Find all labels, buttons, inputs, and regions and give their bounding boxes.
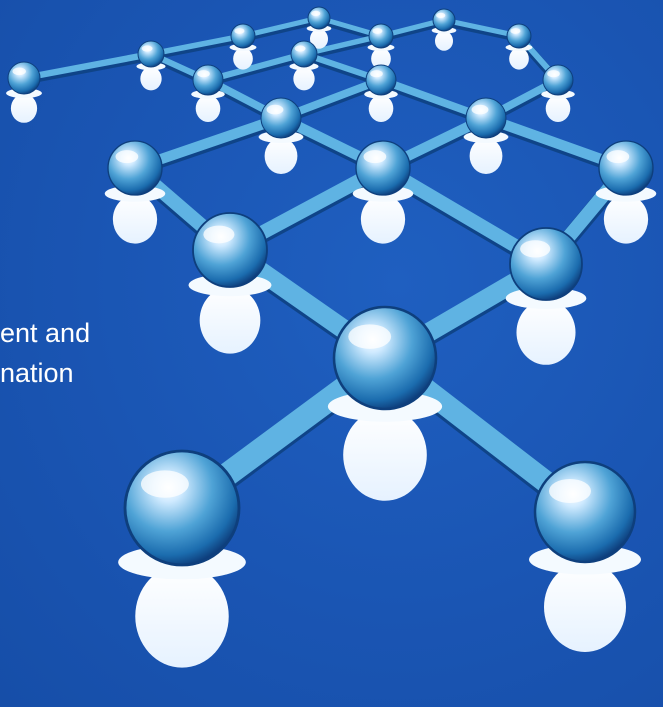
sphere-pedestal bbox=[10, 94, 38, 123]
glass-sphere bbox=[509, 227, 583, 301]
sphere-node bbox=[367, 23, 395, 70]
sphere-node bbox=[289, 40, 319, 91]
sphere-pedestal bbox=[112, 195, 158, 244]
connector-line bbox=[240, 15, 322, 39]
sphere-pedestal bbox=[360, 195, 406, 244]
glass-sphere bbox=[533, 460, 637, 564]
sphere-highlight bbox=[363, 150, 387, 164]
sphere-highlight bbox=[520, 240, 551, 258]
sphere-node bbox=[104, 140, 166, 244]
sphere-node bbox=[258, 97, 304, 174]
glass-sphere bbox=[368, 23, 394, 49]
connector-line bbox=[148, 33, 246, 57]
glass-sphere bbox=[598, 140, 654, 196]
glass-sphere bbox=[307, 6, 331, 30]
sphere-node bbox=[136, 40, 166, 91]
sphere-pedestal bbox=[293, 67, 315, 91]
glass-sphere bbox=[7, 61, 41, 95]
sphere-node bbox=[352, 140, 414, 244]
glass-sphere bbox=[260, 97, 302, 139]
sphere-highlight bbox=[140, 470, 189, 498]
sphere-highlight bbox=[12, 67, 26, 76]
glass-sphere bbox=[365, 64, 397, 96]
sphere-nodes bbox=[6, 6, 657, 668]
sphere-highlight bbox=[606, 150, 630, 164]
glass-sphere bbox=[107, 140, 163, 196]
caption-line-2: nation bbox=[0, 358, 74, 388]
sphere-highlight bbox=[294, 45, 306, 52]
sphere-highlight bbox=[197, 70, 210, 78]
sphere-highlight bbox=[141, 45, 153, 52]
sphere-highlight bbox=[372, 28, 383, 34]
sphere-pedestal bbox=[544, 562, 626, 652]
glass-sphere bbox=[290, 40, 318, 68]
sphere-pedestal bbox=[371, 48, 391, 70]
sphere-node bbox=[529, 460, 641, 652]
glass-sphere bbox=[542, 64, 574, 96]
sphere-highlight bbox=[547, 70, 560, 78]
glass-sphere bbox=[465, 97, 507, 139]
sphere-pedestal bbox=[195, 95, 221, 122]
sphere-pedestal bbox=[199, 287, 261, 354]
sphere-node bbox=[6, 61, 42, 123]
sphere-node bbox=[505, 227, 587, 365]
sphere-highlight bbox=[266, 104, 284, 115]
sphere-node bbox=[188, 212, 272, 354]
sphere-highlight bbox=[203, 225, 235, 244]
sphere-node bbox=[364, 64, 398, 122]
sphere-pedestal bbox=[264, 138, 298, 174]
sphere-node bbox=[541, 64, 575, 122]
glass-sphere bbox=[192, 64, 224, 96]
glass-sphere bbox=[432, 8, 456, 32]
partial-caption-text: ent and nation bbox=[0, 313, 90, 393]
sphere-node bbox=[327, 305, 443, 501]
sphere-pedestal bbox=[343, 409, 427, 501]
sphere-highlight bbox=[311, 10, 321, 17]
glass-sphere bbox=[137, 40, 165, 68]
glass-sphere bbox=[332, 305, 438, 411]
sphere-highlight bbox=[348, 324, 392, 349]
sphere-node bbox=[431, 8, 457, 51]
sphere-node bbox=[463, 97, 509, 174]
sphere-pedestal bbox=[233, 48, 253, 70]
connector-line bbox=[204, 50, 308, 84]
sphere-node bbox=[505, 23, 533, 70]
sphere-node bbox=[306, 6, 332, 49]
sphere-node bbox=[191, 64, 225, 122]
sphere-pedestal bbox=[140, 67, 162, 91]
sphere-pedestal bbox=[309, 29, 329, 49]
sphere-node bbox=[595, 140, 657, 244]
sphere-highlight bbox=[370, 70, 383, 78]
glass-sphere bbox=[230, 23, 256, 49]
glass-sphere bbox=[506, 23, 532, 49]
glass-sphere bbox=[355, 140, 411, 196]
sphere-pedestal bbox=[509, 48, 529, 70]
glass-sphere bbox=[192, 212, 268, 288]
sphere-node bbox=[118, 449, 246, 668]
sphere-highlight bbox=[471, 104, 489, 115]
glass-sphere bbox=[123, 449, 241, 567]
sphere-pedestal bbox=[434, 31, 454, 51]
sphere-pedestal bbox=[469, 138, 503, 174]
caption-line-1: ent and bbox=[0, 318, 91, 348]
sphere-pedestal bbox=[368, 95, 394, 122]
sphere-highlight bbox=[549, 479, 591, 503]
sphere-pedestal bbox=[545, 95, 571, 122]
sphere-pedestal bbox=[135, 565, 229, 668]
sphere-highlight bbox=[234, 28, 245, 34]
connector-line bbox=[20, 50, 155, 82]
sphere-highlight bbox=[510, 28, 521, 34]
sphere-pedestal bbox=[603, 195, 649, 244]
sphere-node bbox=[229, 23, 257, 70]
connector-line bbox=[441, 17, 522, 39]
sphere-highlight bbox=[436, 12, 446, 19]
sphere-highlight bbox=[115, 150, 139, 164]
sphere-pedestal bbox=[516, 300, 576, 365]
